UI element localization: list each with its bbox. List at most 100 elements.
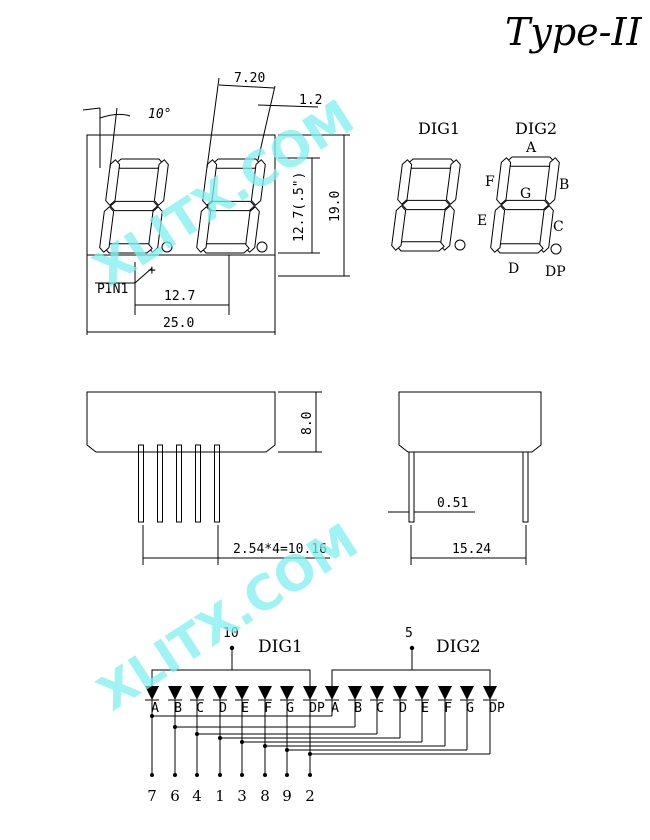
- pin1-plus: +: [148, 263, 156, 278]
- pin-number-c: 4: [192, 787, 202, 805]
- legend-digit-1-segment-e: [391, 205, 407, 251]
- dig1-segment-tag-dp: DP: [309, 701, 325, 716]
- dim-7-20: 7.20: [234, 71, 265, 86]
- front-digit-1-segment-e: [99, 206, 115, 253]
- pin-end-a: [150, 773, 154, 777]
- wire-node-e: [240, 740, 244, 744]
- dig2-diode-dp: [483, 686, 497, 700]
- dig1-segment-tag-b: B: [174, 701, 182, 716]
- dig2-segment-tag-d: D: [399, 701, 407, 716]
- front-dp-1: [161, 241, 173, 253]
- dig2-common-pin: 5: [405, 626, 413, 641]
- legend-digit-1-segment-d: [396, 241, 445, 252]
- front-digit-2-segment-b: [250, 159, 266, 206]
- dim-height: 19.0: [328, 191, 343, 222]
- pin-end-e: [240, 773, 244, 777]
- side-body-left: [86, 391, 276, 453]
- pin1-label: PIN1: [97, 282, 128, 297]
- legend-digit-2-segment-g: [500, 199, 550, 211]
- dim-thickness: 8.0: [300, 412, 315, 435]
- dig1-diode-c: [190, 686, 204, 700]
- side-body-right: [398, 391, 542, 453]
- legend-dp-1: [454, 239, 466, 251]
- legend-digit-1: [391, 158, 461, 252]
- side-pin-left-5: [214, 444, 220, 523]
- front-digit-1-segment-b: [153, 159, 169, 206]
- wire-node-dp: [308, 752, 312, 756]
- pin-number-b: 6: [170, 787, 180, 805]
- wire-node-a: [150, 714, 154, 718]
- schematic-wiring: [150, 700, 491, 777]
- dig1-diode-f: [258, 686, 272, 700]
- pin-number-a: 7: [147, 787, 157, 805]
- dim-line-7-20: [218, 84, 275, 89]
- schematic-dig1-label: DIG1: [258, 637, 303, 657]
- pin-number-e: 3: [237, 787, 247, 805]
- dig2-segment-tag-a: A: [331, 701, 339, 716]
- dim-pin-width: 0.51: [437, 496, 468, 511]
- legend-digit-2-segment-b: [544, 157, 560, 205]
- diagram-title: Type-II: [505, 10, 642, 54]
- pin-number-f: 8: [260, 787, 270, 805]
- wire-node-g: [285, 748, 289, 752]
- dig2-segment-tag-c: C: [376, 701, 384, 716]
- front-digit-1-segment-a: [115, 158, 164, 169]
- side-view-left: 8.0 2.54*4=10.16: [86, 391, 330, 565]
- side-pin-right-2: [522, 451, 529, 523]
- display-body-outline: [86, 134, 276, 256]
- dim-digit-height: 12.7(.5"): [292, 172, 307, 242]
- dim-1-2: 1.2: [299, 93, 322, 108]
- legend-digit-2-segment-c: [538, 205, 554, 253]
- front-digit-2: [196, 158, 266, 254]
- dig1-segment-tag-f: F: [264, 701, 272, 716]
- dig2-segment-tag-b: B: [354, 701, 362, 716]
- front-digit-1-segment-g: [109, 200, 159, 212]
- side-pin-left-1: [138, 444, 144, 523]
- front-digit-2-segment-f: [202, 159, 218, 206]
- pin-number-g: 9: [282, 787, 292, 805]
- side-pin-left-2: [157, 444, 163, 523]
- pin-end-c: [195, 773, 199, 777]
- legend-digit-1-segment-b: [445, 159, 461, 205]
- dim-line-1-2: [257, 104, 319, 108]
- dim-pitch: 12.7: [164, 289, 195, 304]
- dig1-diode-dp: [303, 686, 317, 700]
- dig1-diode-d: [213, 686, 227, 700]
- legend-digit-1-segment-a: [407, 158, 456, 169]
- wire-node-b: [173, 725, 177, 729]
- legend-digit-2: [490, 156, 560, 254]
- pin-number-d: 1: [215, 787, 225, 805]
- dig2-diode-g: [460, 686, 474, 700]
- dig1-diode-g: [280, 686, 294, 700]
- angle-arrow: [82, 107, 101, 111]
- pin-end-d: [218, 773, 222, 777]
- front-digit-1-segment-d: [104, 243, 153, 254]
- dig1-segment-tag-g: G: [286, 701, 294, 716]
- pin-end-g: [285, 773, 289, 777]
- legend-digit-2-segment-f: [496, 157, 512, 205]
- pin-number-dp: 2: [305, 787, 315, 805]
- schematic-dig2-label: DIG2: [436, 637, 481, 657]
- front-dp-2: [256, 241, 268, 253]
- dig2-diode-b: [348, 686, 362, 700]
- side-view-right: 0.51 15.24: [388, 391, 542, 565]
- front-digit-2-segment-d: [201, 243, 250, 254]
- dim-width: 25.0: [163, 316, 194, 331]
- watermark-lower: XLITX.COM: [88, 513, 368, 722]
- legend-digit-1-segment-g: [401, 199, 451, 211]
- side-pins-left: [138, 444, 220, 523]
- front-view: 7.20 1.2 10° 12.7(.5") 19.0 12.7 25.0 PI…: [82, 71, 350, 335]
- dig1-diode-e: [235, 686, 249, 700]
- dig2-diode-a: [325, 686, 339, 700]
- dig1-bus: [151, 669, 311, 686]
- segment-label-g: G: [520, 186, 531, 202]
- wire-node-c: [195, 732, 199, 736]
- dig1-diode-b: [168, 686, 182, 700]
- front-digit-1-segment-f: [105, 159, 121, 206]
- pin-end-b: [173, 773, 177, 777]
- legend-digit-1-segment-f: [397, 159, 413, 205]
- segment-label-f: F: [485, 174, 495, 190]
- front-digit-2-segment-g: [206, 200, 256, 212]
